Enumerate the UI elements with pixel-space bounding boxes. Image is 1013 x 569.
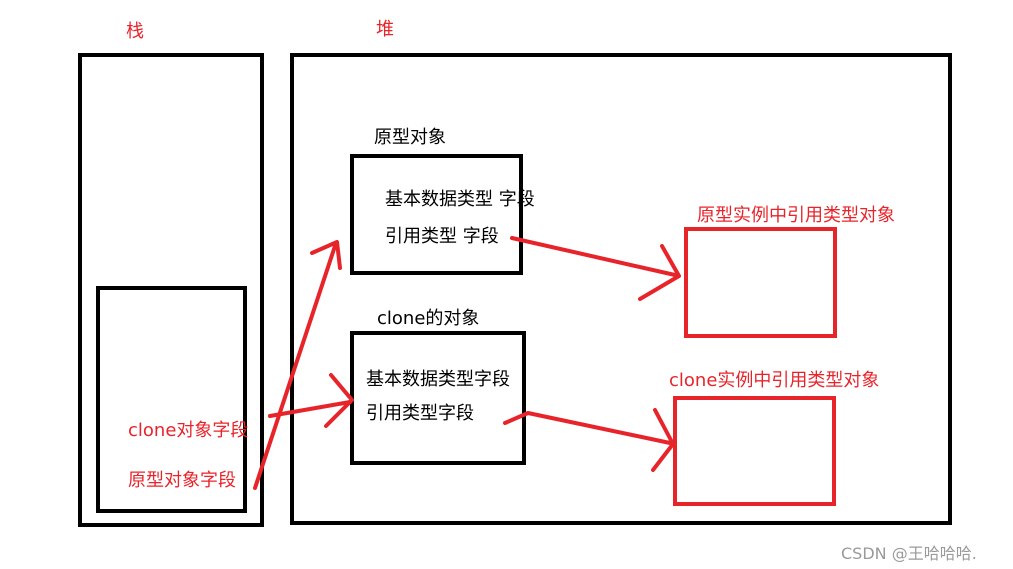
prototype-object-title: 原型对象 (374, 127, 446, 148)
arrow-clone-ref (503, 411, 672, 445)
arrow-stack-to-prototype (253, 241, 338, 490)
arrow-stack-to-clone (268, 400, 352, 418)
arrow-proto-ref (510, 236, 677, 277)
clone-basic-field: 基本数据类型字段 (366, 369, 510, 390)
proto-ref-target-box (684, 227, 837, 338)
arrowhead-proto-ref (638, 244, 681, 301)
prototype-object-box (350, 154, 523, 275)
clone-ref-target-box (673, 396, 836, 506)
clone-object-title: clone的对象 (377, 308, 480, 329)
clone-ref-field: 引用类型字段 (366, 403, 474, 424)
stack-title: 栈 (126, 21, 144, 42)
stack-clone-field: clone对象字段 (128, 420, 249, 441)
proto-ref-field: 引用类型 字段 (385, 226, 499, 247)
stack-frame (96, 286, 247, 513)
proto-ref-target-label: 原型实例中引用类型对象 (697, 205, 895, 226)
watermark: CSDN @王哈哈哈. (841, 544, 977, 563)
arrowhead-stack-to-clone (324, 373, 354, 428)
proto-basic-field: 基本数据类型 字段 (385, 189, 535, 210)
heap-region (290, 53, 952, 525)
arrowhead-clone-ref (651, 408, 675, 472)
stack-proto-field: 原型对象字段 (128, 470, 236, 491)
arrowhead-stack-to-prototype (310, 240, 342, 270)
stack-region (78, 53, 264, 527)
heap-title: 堆 (376, 19, 394, 40)
clone-ref-target-label: clone实例中引用类型对象 (669, 370, 880, 391)
